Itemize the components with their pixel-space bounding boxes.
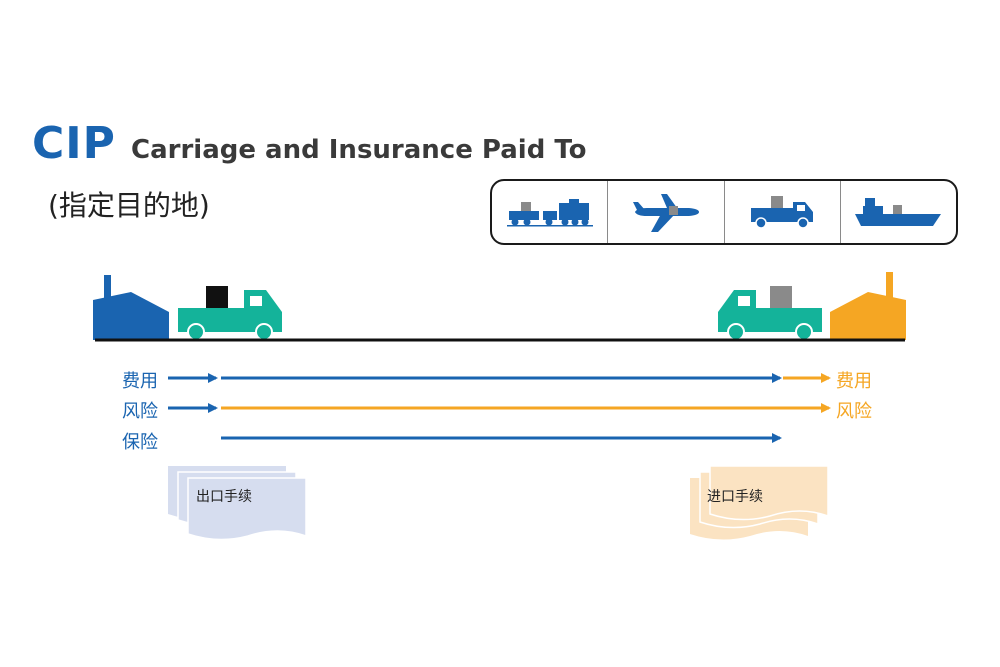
export-formalities-label: 出口手续	[196, 489, 252, 505]
mode-cell-rail	[492, 181, 607, 243]
risk-label-buyer: 风险	[836, 401, 872, 422]
cost-label-seller: 费用	[122, 371, 158, 392]
mode-cell-road	[723, 181, 840, 243]
import-formalities-label: 进口手续	[707, 489, 763, 505]
train-icon	[506, 199, 593, 227]
mode-cell-sea	[839, 181, 956, 243]
named-place-subtitle: (指定目的地)	[48, 189, 210, 222]
seller-truck-icon	[178, 286, 282, 341]
insurance-label: 保险	[122, 432, 158, 453]
term-full-name: Carriage and Insurance Paid To	[131, 135, 587, 165]
airplane-icon	[632, 194, 699, 232]
buyer-truck-icon	[718, 286, 822, 341]
ship-icon	[855, 198, 942, 226]
cost-label-buyer: 费用	[836, 371, 872, 392]
seller-warehouse-icon	[93, 275, 169, 340]
title-row: CIP Carriage and Insurance Paid To	[32, 118, 587, 169]
transport-modes-panel	[490, 179, 958, 245]
term-abbreviation: CIP	[32, 118, 116, 169]
truck-icon	[751, 196, 814, 229]
mode-cell-air	[607, 181, 723, 243]
risk-label-seller: 风险	[122, 401, 158, 422]
buyer-warehouse-icon	[830, 272, 906, 340]
